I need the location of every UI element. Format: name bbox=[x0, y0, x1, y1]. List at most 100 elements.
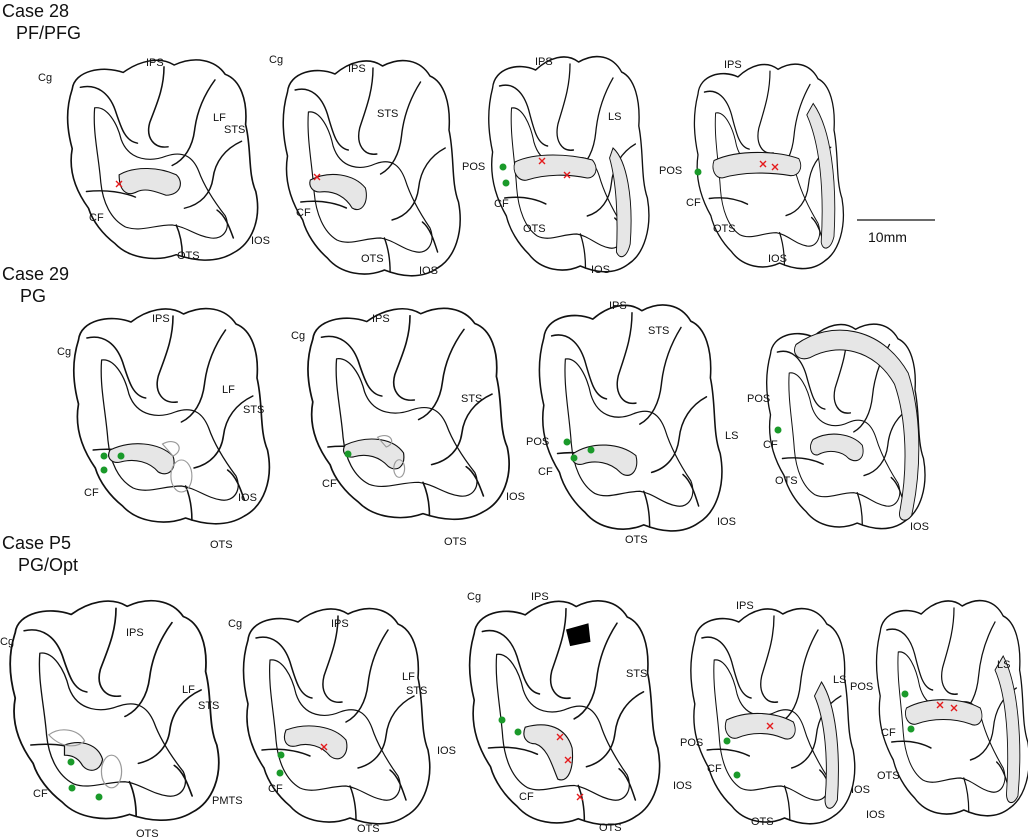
case-29-heading: Case 29 PG bbox=[2, 263, 69, 307]
casep5-section-3 bbox=[468, 600, 661, 826]
case-p5-heading: Case P5 PG/Opt bbox=[2, 532, 78, 576]
label-ios: IOS bbox=[673, 780, 692, 792]
label-lf: LF bbox=[182, 684, 195, 696]
red-injection-crosses bbox=[115, 157, 958, 801]
case29-section-2 bbox=[307, 307, 510, 521]
case28-section-4 bbox=[693, 63, 845, 270]
case-name: Case 28 bbox=[2, 1, 70, 21]
label-ips: IPS bbox=[348, 63, 366, 75]
label-ls: LS bbox=[833, 674, 846, 686]
label-pos: POS bbox=[462, 161, 485, 173]
label-ls: LS bbox=[725, 430, 738, 442]
label-sts: STS bbox=[406, 685, 427, 697]
label-cg: Cg bbox=[467, 591, 481, 603]
label-cg: Cg bbox=[269, 54, 283, 66]
label-ios: IOS bbox=[768, 253, 787, 265]
label-cg: Cg bbox=[0, 636, 14, 648]
casep5-section-4 bbox=[690, 607, 856, 825]
label-cf: CF bbox=[494, 198, 509, 210]
label-cg: Cg bbox=[228, 618, 242, 630]
label-ots: OTS bbox=[444, 536, 467, 548]
label-ots: OTS bbox=[177, 250, 200, 262]
scale-bar-label: 10mm bbox=[868, 229, 907, 245]
label-sts: STS bbox=[243, 404, 264, 416]
case-area: PF/PFG bbox=[16, 23, 82, 43]
label-ots: OTS bbox=[599, 822, 622, 834]
label-ots: OTS bbox=[713, 223, 736, 235]
label-cf: CF bbox=[519, 791, 534, 803]
label-ots: OTS bbox=[357, 823, 380, 835]
case29-labels: IPS Cg LF STS CF IOS OTS IPS Cg STS CF I… bbox=[57, 300, 929, 551]
label-cf: CF bbox=[686, 197, 701, 209]
label-lf: LF bbox=[402, 671, 415, 683]
label-ips: IPS bbox=[372, 313, 390, 325]
label-ots: OTS bbox=[210, 539, 233, 551]
label-ios: IOS bbox=[437, 745, 456, 757]
case-name: Case P5 bbox=[2, 533, 72, 553]
label-ios: IOS bbox=[591, 264, 610, 276]
label-ios: IOS bbox=[419, 265, 438, 277]
label-pos: POS bbox=[747, 393, 770, 405]
label-cf: CF bbox=[538, 466, 553, 478]
label-ots: OTS bbox=[775, 475, 798, 487]
label-cf: CF bbox=[84, 487, 99, 499]
case-name: Case 29 bbox=[2, 264, 70, 284]
case-area: PG/Opt bbox=[18, 555, 79, 575]
label-cg: Cg bbox=[291, 330, 305, 342]
label-ips: IPS bbox=[736, 600, 754, 612]
label-pos: POS bbox=[680, 737, 703, 749]
case-area: PG bbox=[20, 286, 47, 306]
label-pmts: PMTS bbox=[212, 795, 243, 807]
label-ips: IPS bbox=[126, 627, 144, 639]
case28-section-1 bbox=[66, 59, 259, 261]
label-ips: IPS bbox=[535, 56, 553, 68]
label-ios: IOS bbox=[866, 809, 885, 821]
label-ios: IOS bbox=[851, 784, 870, 796]
casep5-labels: Cg IPS LF STS CF PMTS OTS Cg IPS LF STS … bbox=[0, 591, 1010, 840]
casep5-section-2 bbox=[242, 607, 431, 825]
label-ips: IPS bbox=[146, 57, 164, 69]
label-ios: IOS bbox=[251, 235, 270, 247]
label-ips: IPS bbox=[152, 313, 170, 325]
label-ips: IPS bbox=[531, 591, 549, 603]
case28-labels: IPS Cg LF STS CF OTS IOS Cg IPS STS CF O… bbox=[38, 54, 787, 277]
label-pos: POS bbox=[526, 436, 549, 448]
label-ios: IOS bbox=[717, 516, 736, 528]
label-lf: LF bbox=[213, 112, 226, 124]
case28-section-3 bbox=[487, 55, 650, 273]
label-cf: CF bbox=[296, 207, 311, 219]
label-ips: IPS bbox=[331, 618, 349, 630]
label-cf: CF bbox=[268, 783, 283, 795]
case29-section-3 bbox=[538, 304, 723, 532]
label-cf: CF bbox=[89, 212, 104, 224]
label-ios: IOS bbox=[910, 521, 929, 533]
casep5-section-1 bbox=[9, 599, 220, 822]
label-cf: CF bbox=[322, 478, 337, 490]
case28-section-2 bbox=[282, 59, 461, 277]
label-pos: POS bbox=[659, 165, 682, 177]
case29-section-4 bbox=[765, 323, 926, 530]
label-cg: Cg bbox=[38, 72, 52, 84]
label-sts: STS bbox=[377, 108, 398, 120]
label-ios: IOS bbox=[506, 491, 525, 503]
label-lf: LF bbox=[222, 384, 235, 396]
label-ips: IPS bbox=[724, 59, 742, 71]
label-ots: OTS bbox=[361, 253, 384, 265]
label-ls: LS bbox=[997, 659, 1010, 671]
label-ots: OTS bbox=[625, 534, 648, 546]
label-sts: STS bbox=[648, 325, 669, 337]
label-sts: STS bbox=[461, 393, 482, 405]
label-cf: CF bbox=[881, 727, 896, 739]
black-marker bbox=[566, 623, 591, 647]
label-ots: OTS bbox=[751, 816, 774, 828]
label-pos: POS bbox=[850, 681, 873, 693]
label-ips: IPS bbox=[609, 300, 627, 312]
label-cf: CF bbox=[707, 763, 722, 775]
label-ots: OTS bbox=[523, 223, 546, 235]
label-ots: OTS bbox=[136, 828, 159, 840]
label-sts: STS bbox=[198, 700, 219, 712]
label-ios: IOS bbox=[238, 492, 257, 504]
label-ots: OTS bbox=[877, 770, 900, 782]
case-28-heading: Case 28 PF/PFG bbox=[2, 0, 81, 44]
label-cf: CF bbox=[763, 439, 778, 451]
